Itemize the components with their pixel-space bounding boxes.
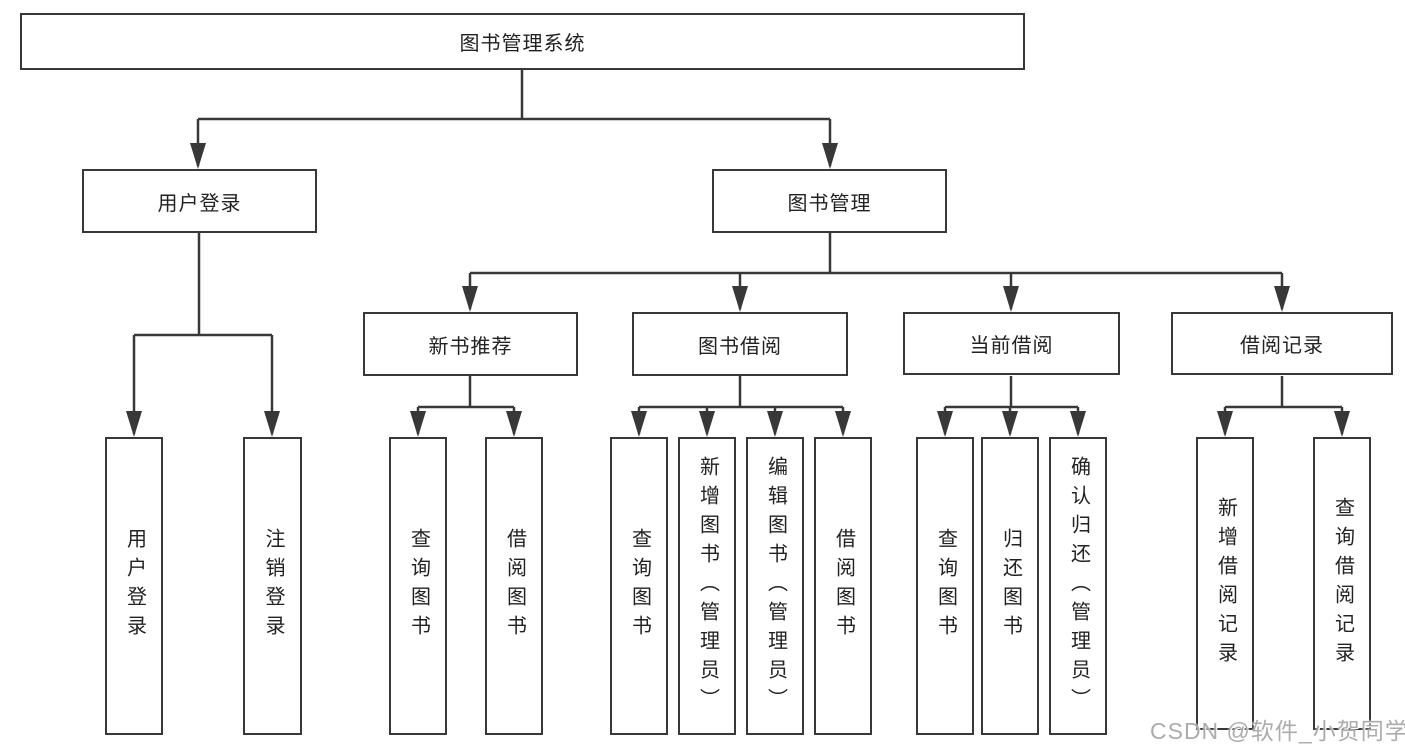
- leaf-user-login-label: 用户登录: [123, 528, 146, 644]
- node-root-system: 图书管理系统: [20, 13, 1025, 70]
- leaf-add-books-admin: 新增图书（管理员）: [678, 437, 736, 735]
- leaf-confirm-return-admin: 确认归还（管理员）: [1049, 437, 1107, 735]
- leaf-borrow-books-label: 借阅图书: [832, 528, 855, 644]
- leaf-edit-books-admin: 编辑图书（管理员）: [746, 437, 804, 735]
- node-borrowing-records-label: 借阅记录: [1240, 335, 1324, 357]
- leaf-return-books-label: 归还图书: [999, 528, 1022, 644]
- leaf-add-borrow-record: 新增借阅记录: [1196, 437, 1254, 730]
- node-new-book-recommend-label: 新书推荐: [428, 335, 513, 358]
- leaf-query-books-current: 查询图书: [916, 437, 974, 735]
- leaf-return-books: 归还图书: [981, 437, 1039, 735]
- leaf-edit-books-admin-label: 编辑图书（管理员）: [764, 455, 787, 717]
- leaf-query-books-borrowing: 查询图书: [610, 437, 668, 735]
- node-current-borrowing: 当前借阅: [903, 312, 1120, 375]
- leaf-query-books-current-label: 查询图书: [934, 528, 957, 644]
- node-book-management: 图书管理: [712, 169, 947, 233]
- node-user-login: 用户登录: [82, 169, 317, 233]
- node-book-management-label: 图书管理: [787, 192, 872, 215]
- node-borrowing-records: 借阅记录: [1171, 312, 1393, 375]
- leaf-confirm-return-admin-label: 确认归还（管理员）: [1067, 455, 1090, 717]
- leaf-logout: 注销登录: [243, 437, 302, 735]
- leaf-borrow-books-recommend: 借阅图书: [485, 437, 543, 735]
- leaf-add-borrow-record-label: 新增借阅记录: [1214, 496, 1237, 671]
- node-user-login-label: 用户登录: [157, 192, 242, 215]
- leaf-borrow-books-recommend-label: 借阅图书: [503, 528, 526, 644]
- node-book-borrowing: 图书借阅: [632, 312, 848, 376]
- leaf-query-books-recommend: 查询图书: [389, 437, 447, 735]
- csdn-watermark: CSDN @软件_小贺同学: [1150, 718, 1405, 744]
- leaf-query-borrow-record-label: 查询借阅记录: [1331, 496, 1354, 671]
- leaf-borrow-books: 借阅图书: [814, 437, 872, 735]
- leaf-logout-label: 注销登录: [262, 528, 284, 644]
- leaf-query-books-recommend-label: 查询图书: [407, 528, 430, 644]
- leaf-query-books-borrowing-label: 查询图书: [628, 528, 651, 644]
- leaf-user-login: 用户登录: [105, 437, 163, 735]
- tree-edges: [132, 70, 1344, 434]
- node-book-borrowing-label: 图书借阅: [698, 335, 782, 358]
- node-root-label: 图书管理系统: [459, 33, 586, 55]
- node-current-borrowing-label: 当前借阅: [969, 335, 1054, 357]
- leaf-add-books-admin-label: 新增图书（管理员）: [696, 455, 719, 717]
- leaf-query-borrow-record: 查询借阅记录: [1313, 437, 1371, 730]
- node-new-book-recommend: 新书推荐: [363, 312, 578, 376]
